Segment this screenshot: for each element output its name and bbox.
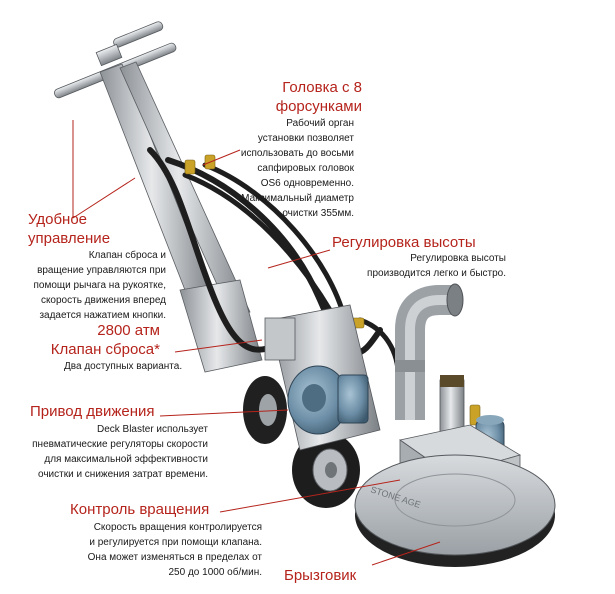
control-desc-line: Клапан сброса и	[88, 250, 166, 261]
rotation-description: Скорость вращения контролируется и регул…	[70, 520, 262, 580]
nozzles-desc-line: Рабочий орган	[286, 118, 354, 129]
control-desc-line: вращение управляются при	[37, 265, 166, 276]
control-description: Клапан сброса и вращение управляются при…	[28, 248, 166, 323]
elbow-pipe	[395, 283, 464, 420]
nozzles-desc-line: сапфировых головок	[257, 163, 354, 174]
drive-desc-line: Deck Blaster использует	[96, 424, 208, 435]
control-title-line2: управление	[28, 230, 111, 247]
rotation-desc-line: Скорость вращения контролируется	[93, 522, 262, 533]
rotation-desc-line: Она может изменяться в пределах от	[87, 552, 262, 563]
splash-title: Брызговик	[284, 567, 357, 584]
valve-title-line1: 2800 атм	[97, 322, 160, 339]
leader-rotation	[219, 479, 401, 513]
leader-splash	[371, 541, 441, 566]
front-wheel	[292, 432, 360, 508]
leader-valve	[174, 339, 263, 353]
frame-arms	[99, 61, 263, 373]
valve-description: Два доступных варианта.	[64, 359, 189, 374]
rotation-desc-line: 250 до 1000 об/мин.	[168, 567, 263, 578]
drive-desc-line: пневматические регуляторы скорости	[32, 439, 208, 450]
nozzles-desc-line: очистки 355мм.	[282, 208, 354, 219]
leader-height	[267, 249, 331, 269]
drive-desc-line: очистки и снижения затрат времени.	[37, 469, 208, 480]
leader-lines	[72, 120, 441, 566]
drive-description: Deck Blaster использует пневматические р…	[30, 422, 208, 482]
leader-control	[72, 177, 136, 219]
control-desc-line: задается нажатием кнопки.	[39, 310, 166, 321]
splash-guard-deck	[354, 454, 556, 567]
rotation-title: Контроль вращения	[70, 501, 210, 518]
rotation-desc-line: и регулируется при помощи клапана.	[89, 537, 262, 548]
height-desc-line: Регулировка высоты	[410, 253, 506, 264]
rear-wheel	[243, 376, 287, 444]
nozzles-desc-line: использовать до восьми	[240, 148, 354, 159]
leader-nozzles	[202, 149, 241, 166]
nozzles-title: Головка с 8 форсунками	[262, 78, 362, 116]
height-description: Регулировка высоты производится легко и …	[340, 251, 506, 281]
drive-motor	[287, 365, 369, 435]
control-desc-line: помощи рычага на рукоятке,	[33, 280, 166, 291]
control-title: Удобное управление	[28, 210, 110, 248]
nozzles-desc-line: установки позволяет	[257, 133, 354, 144]
nozzles-description: Рабочий орган установки позволяет исполь…	[222, 116, 354, 221]
nozzles-title-line2: форсунками	[275, 98, 362, 115]
valve-title: 2800 атм Клапан сброса*	[50, 321, 160, 359]
valve-title-line2: Клапан сброса*	[50, 341, 160, 358]
drive-desc-line: для максимальной эффективности	[44, 454, 208, 465]
drive-title: Привод движения	[30, 403, 155, 420]
control-desc-line: скорость движения вперед	[40, 295, 166, 306]
leader-drive	[159, 409, 289, 417]
nozzles-desc-line: Максимальный диаметр	[241, 193, 354, 204]
nozzles-title-line1: Головка с 8	[282, 79, 362, 96]
control-title-line1: Удобное	[28, 211, 88, 228]
height-title: Регулировка высоты	[332, 234, 476, 251]
valve-desc-line: Два доступных варианта.	[64, 361, 183, 372]
height-desc-line: производится легко и быстро.	[367, 268, 506, 279]
nozzles-desc-line: OS6 одновременно.	[260, 178, 354, 189]
